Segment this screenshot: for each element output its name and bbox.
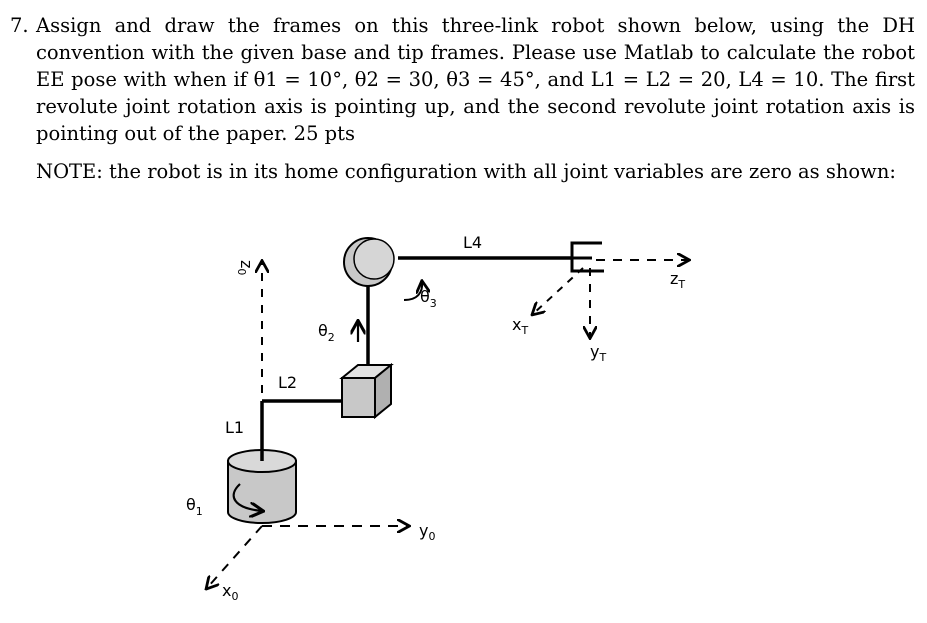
z0-label: z0 <box>235 260 256 275</box>
zT-label: zT <box>670 269 685 291</box>
L4-label: L4 <box>463 233 482 252</box>
revolute-joint-3 <box>343 237 395 287</box>
theta2-label: θ2 <box>318 321 335 344</box>
theta1-label: θ1 <box>186 495 203 518</box>
theta3-arrow <box>403 282 422 301</box>
prismatic-cube <box>339 362 394 420</box>
note-text: NOTE: the robot is in its home configura… <box>36 160 896 183</box>
problem-number: 7. <box>10 14 29 37</box>
problem-statement: 7. Assign and draw the frames on this th… <box>10 12 915 147</box>
y0-label: y0 <box>419 521 435 543</box>
gripper <box>570 241 604 273</box>
L1-label: L1 <box>225 418 244 437</box>
theta1-arrow <box>232 483 262 511</box>
theta3-label: θ3 <box>420 287 437 310</box>
xT-label: xT <box>512 315 528 337</box>
L2-label: L2 <box>278 373 297 392</box>
yT-label: yT <box>590 342 606 364</box>
problem-text: Assign and draw the frames on this three… <box>36 14 915 145</box>
x0-axis <box>207 525 263 588</box>
x0-label: x0 <box>222 581 238 603</box>
xT-axis <box>533 267 584 314</box>
